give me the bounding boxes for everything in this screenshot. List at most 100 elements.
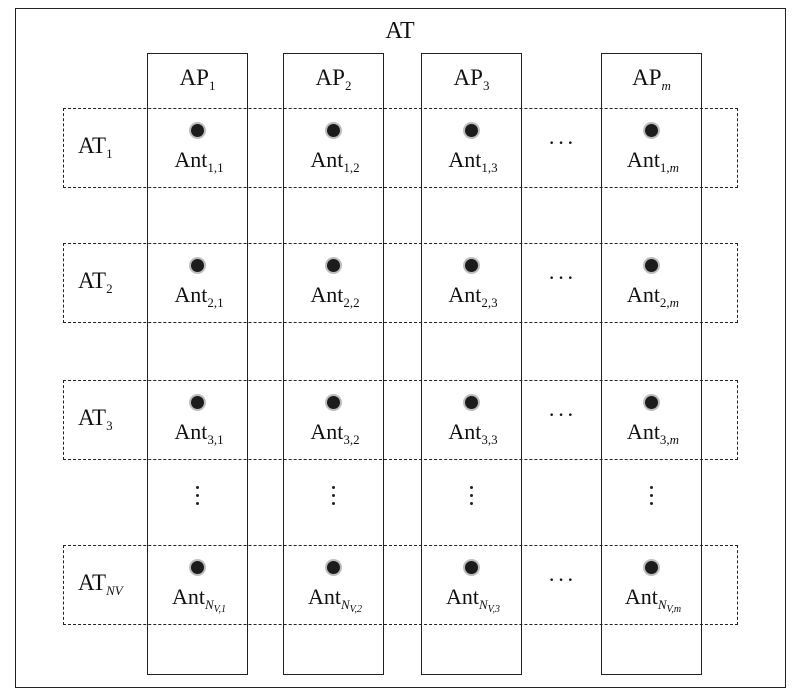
antenna-label-sub: 3,3 xyxy=(481,432,497,447)
horizontal-ellipsis: ··· xyxy=(548,130,576,155)
at-label-base: AT xyxy=(78,405,107,430)
diagram-title: AT xyxy=(385,18,415,44)
vertical-ellipsis xyxy=(195,486,199,510)
antenna-label-base: Ant xyxy=(624,584,658,609)
antenna-dot xyxy=(644,396,658,409)
antenna-sub-index: 1 xyxy=(217,295,224,310)
vertical-ellipsis-dot xyxy=(331,494,335,497)
antenna-sub-prefix: 2, xyxy=(659,295,670,310)
antenna-label-sub: 2,1 xyxy=(207,295,223,310)
antenna-sub-index: m xyxy=(669,432,680,447)
antenna-dot xyxy=(326,561,340,574)
antenna-label-sub: NV,1 xyxy=(205,597,226,615)
antenna-label: Ant2,3 xyxy=(448,282,497,311)
ap-column-header: AP1 xyxy=(147,65,248,94)
antenna-label-sub: 1,2 xyxy=(343,160,359,175)
ap-column-header: APm xyxy=(601,65,702,94)
vertical-ellipsis-dot xyxy=(649,494,653,497)
vertical-ellipsis-dot xyxy=(195,486,199,489)
vertical-ellipsis-dot xyxy=(331,486,335,489)
antenna-label-sub: NV,3 xyxy=(479,597,500,615)
antenna-sub-v: V,m xyxy=(666,604,682,615)
antenna-sub-index: 3 xyxy=(491,295,498,310)
antenna-label-base: Ant xyxy=(448,419,482,444)
antenna-label-sub: 3,1 xyxy=(207,432,223,447)
antenna-label-base: Ant xyxy=(172,584,205,609)
antenna-dot xyxy=(464,124,478,137)
antenna-dot xyxy=(644,259,658,272)
at-row-box xyxy=(63,108,738,188)
antenna-dot xyxy=(326,259,340,272)
antenna-label-base: Ant xyxy=(626,147,660,172)
antenna-label: Ant2,1 xyxy=(174,282,223,311)
vertical-ellipsis-dot xyxy=(469,494,473,497)
at-label-sub: 1 xyxy=(106,146,113,161)
antenna-sub-n: NV,2 xyxy=(341,597,363,615)
at-label-sub: NV xyxy=(106,583,123,598)
antenna-sub-n: NV,3 xyxy=(479,597,500,615)
antenna-label-base: Ant xyxy=(448,147,482,172)
antenna-sub-prefix: 2, xyxy=(207,295,218,310)
outer-frame xyxy=(15,8,786,688)
antenna-label-base: Ant xyxy=(310,147,344,172)
antenna-sub-v: V,1 xyxy=(213,604,226,615)
vertical-ellipsis xyxy=(649,486,653,510)
antenna-dot xyxy=(644,124,658,137)
antenna-sub-v: V,3 xyxy=(487,604,500,615)
ap-label-base: AP xyxy=(315,65,345,90)
ap-column xyxy=(147,53,248,675)
antenna-label-base: Ant xyxy=(448,282,482,307)
antenna-sub-index: 2 xyxy=(353,432,360,447)
antenna-dot xyxy=(190,561,204,574)
at-row-box xyxy=(63,243,738,323)
antenna-label: AntNV,m xyxy=(625,584,681,615)
antenna-label-sub: 2,3 xyxy=(481,295,497,310)
antenna-label-sub: 3,2 xyxy=(343,432,359,447)
vertical-ellipsis-dot xyxy=(469,502,473,505)
at-row-box xyxy=(63,545,738,625)
antenna-sub-prefix: 3, xyxy=(343,432,354,447)
antenna-label-base: Ant xyxy=(310,419,344,444)
vertical-ellipsis-dot xyxy=(469,486,473,489)
antenna-label-base: Ant xyxy=(174,419,208,444)
antenna-sub-n: NV,m xyxy=(657,597,682,615)
at-row-box xyxy=(63,380,738,460)
antenna-sub-prefix: 3, xyxy=(659,432,670,447)
antenna-sub-v: V,2 xyxy=(349,604,363,615)
antenna-sub-index: ,m xyxy=(671,604,682,615)
antenna-label-base: Ant xyxy=(174,147,208,172)
ap-column xyxy=(601,53,702,675)
antenna-sub-index: ,2 xyxy=(354,604,363,615)
antenna-label-base: Ant xyxy=(310,282,344,307)
at-label-sub: 2 xyxy=(106,281,113,296)
at-row-label: AT2 xyxy=(78,268,113,297)
antenna-label: Ant1,2 xyxy=(310,147,359,176)
antenna-label-base: Ant xyxy=(446,584,479,609)
antenna-label: AntNV,3 xyxy=(446,584,500,615)
antenna-label: Ant1,1 xyxy=(174,147,223,176)
antenna-sub-index: 3 xyxy=(491,432,498,447)
at-label-sub: 3 xyxy=(106,418,113,433)
antenna-dot xyxy=(190,124,204,137)
vertical-ellipsis-dot xyxy=(649,502,653,505)
ap-column xyxy=(421,53,522,675)
antenna-label-base: Ant xyxy=(626,282,660,307)
ap-column-header: AP3 xyxy=(421,65,522,94)
at-row-label: ATNV xyxy=(78,570,123,599)
antenna-label: Ant1,m xyxy=(627,147,679,176)
vertical-ellipsis-dot xyxy=(331,502,335,505)
antenna-label: Ant3,m xyxy=(627,419,679,448)
antenna-sub-n: NV,1 xyxy=(205,597,226,615)
ap-label-sub: 1 xyxy=(208,78,216,93)
antenna-label-sub: NV,2 xyxy=(341,597,363,615)
antenna-sub-prefix: 1, xyxy=(659,160,670,175)
antenna-sub-index: 1 xyxy=(217,432,224,447)
antenna-label-base: Ant xyxy=(626,419,660,444)
antenna-dot xyxy=(190,259,204,272)
antenna-dot xyxy=(326,124,340,137)
antenna-label: Ant1,3 xyxy=(448,147,497,176)
antenna-sub-prefix: 2, xyxy=(481,295,492,310)
antenna-label-sub: 1,m xyxy=(660,160,679,175)
ap-label-base: AP xyxy=(179,65,209,90)
